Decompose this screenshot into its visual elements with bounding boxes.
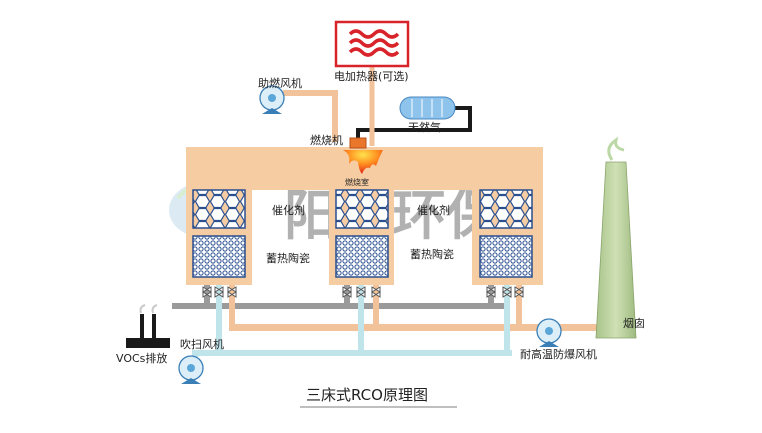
electric-heater-label: 电加热器(可选) [334,70,409,83]
natural-gas-label: 天然气 [408,120,441,134]
purge-duct [192,350,512,356]
valve-icon [202,286,524,298]
bed-1 [192,189,246,278]
combustion-chamber-label: 燃烧室 [345,177,369,187]
catalyst-2-label: 催化剂 [417,203,450,217]
vocs-exhaust-label: VOCs排放 [116,351,167,365]
gas-line [356,106,472,146]
combustion-air-duct [283,90,338,142]
ceramic-1-label: 蓄热陶瓷 [266,251,310,265]
burner-label: 燃烧机 [310,133,343,147]
diagram-caption: 三床式RCO原理图 [306,386,428,404]
combustion-fan-label: 助燃风机 [258,76,302,90]
explosion-fan-label: 耐高温防爆风机 [520,347,597,361]
catalyst-1-label: 催化剂 [272,203,305,217]
vocs-inlet-duct [172,303,504,309]
ceramic-2-label: 蓄热陶瓷 [410,247,454,261]
bed-3 [479,189,533,278]
purge-fan-label: 吹扫风机 [180,337,224,351]
ducts [172,66,600,374]
bed-2 [335,189,389,278]
burner [349,137,367,149]
heater-icon [334,20,410,68]
chimney-label: 烟囱 [623,316,645,330]
purge-fan-icon [178,355,204,384]
chimney-icon [595,136,637,339]
clean-gas-duct [229,324,539,331]
combustion-fan-icon [259,85,285,114]
explosion-fan-icon [536,318,562,347]
gas-tank-icon [399,96,456,120]
flame-icon [343,150,383,174]
vocs-source [126,304,170,348]
